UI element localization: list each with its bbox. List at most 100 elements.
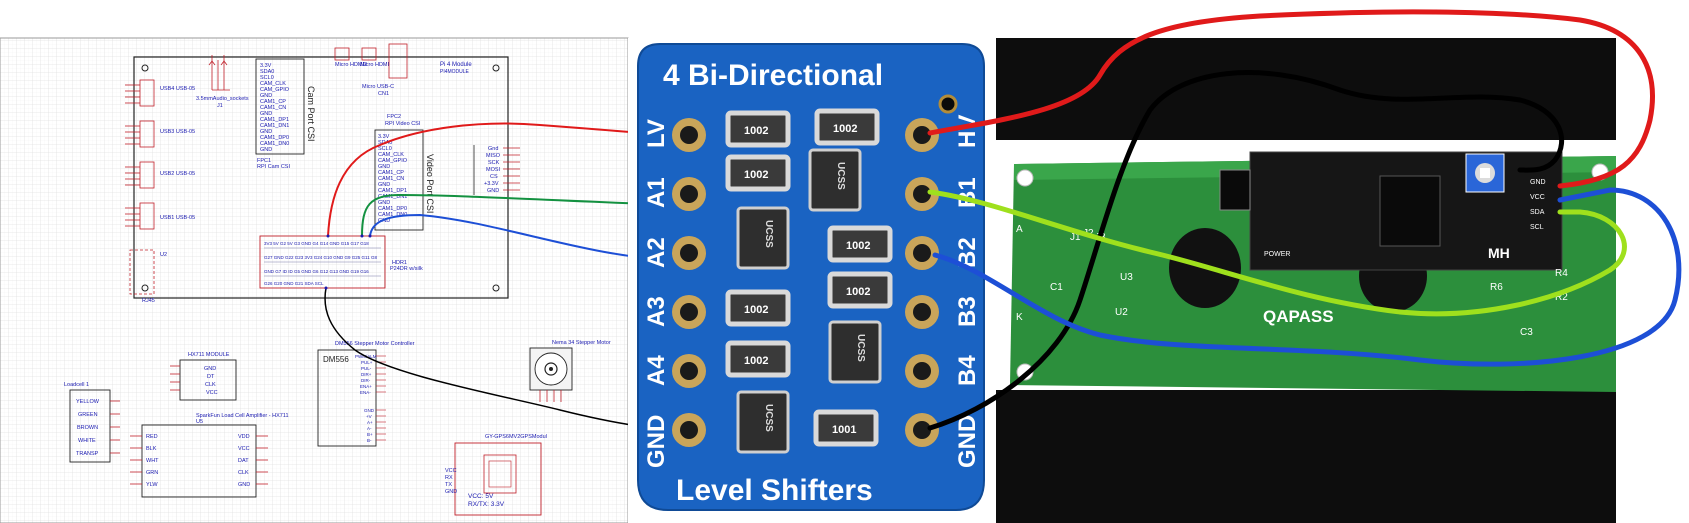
svg-text:DAT: DAT [238,458,249,464]
level-shifter-footer: Level Shifters [676,474,873,507]
svg-text:1002: 1002 [744,304,768,316]
svg-text:GY-GPS6MV2GPSModul: GY-GPS6MV2GPSModul [485,434,547,440]
svg-text:CAM1_CN: CAM1_CN [260,105,286,111]
svg-text:Micro USB-C: Micro USB-C [362,84,394,90]
svg-text:YLW: YLW [146,482,158,488]
svg-text:J1: J1 [217,103,223,109]
svg-text:TRANSP: TRANSP [76,451,99,457]
loadcell: Loadcell 1 YELLOW GREEN BROWN WHITE TRAN… [64,382,120,463]
svg-text:GRN: GRN [146,470,158,476]
svg-text:+3.3V: +3.3V [484,181,499,187]
svg-text:GREEN: GREEN [78,412,98,418]
svg-text:SCL0: SCL0 [260,75,274,81]
svg-text:TX: TX [445,482,452,488]
svg-text:CAM1_DP0: CAM1_DP0 [378,206,407,212]
right-pin-labels: HV B1 B2 B3 B4 GND [954,115,981,468]
svg-text:U3: U3 [1120,272,1133,283]
svg-text:GND: GND [378,218,390,224]
svg-text:VCC: VCC [445,468,457,474]
svg-text:1002: 1002 [744,169,768,181]
lcd-module: POWER MH GND VCC SDA SCL QAPASS J1 J2 J3… [996,140,1616,392]
svg-text:CS: CS [490,174,498,180]
svg-text:GND: GND [260,111,272,117]
svg-text:A-: A- [367,426,372,431]
svg-text:R6: R6 [1490,282,1503,293]
schematic-panel: Pi 4 Module PI4MODULE USB4 USB-05 USB3 U… [0,37,677,523]
svg-text:VCC: VCC [238,446,250,452]
svg-text:SDA0: SDA0 [260,69,274,75]
svg-text:ENA+: ENA+ [360,384,372,389]
svg-text:B+: B+ [367,432,373,437]
svg-text:MOSI: MOSI [486,167,501,173]
audio-socket: 3.5mmAudio_sockets J1 [196,55,249,109]
svg-text:R2: R2 [1555,292,1568,303]
svg-text:GND: GND [378,164,390,170]
svg-text:1002: 1002 [744,355,768,367]
svg-text:VCC: 5V: VCC: 5V [468,493,494,500]
lcd-pin-column: Gnd MISO SCK MOSI CS +3.3V GND [473,145,520,195]
svg-text:Gnd: Gnd [488,146,498,152]
svg-text:Micro HDMI: Micro HDMI [360,62,389,68]
left-pin-labels: LV A1 A2 A3 A4 GND [643,119,670,468]
svg-text:3V3 5V G2 5V G3 GND G4 G14 GND: 3V3 5V G2 5V G3 GND G4 G14 GND G15 G17 G… [264,241,369,246]
svg-text:GND: GND [204,366,216,372]
svg-text:B4: B4 [954,355,981,386]
svg-text:RPI Video CSI: RPI Video CSI [385,121,421,127]
svg-text:GND: GND [238,482,250,488]
svg-text:CLK: CLK [205,382,216,388]
svg-text:J1: J1 [1070,232,1081,243]
svg-text:A4: A4 [643,355,670,386]
lcd-i2c-pin-labels: GND VCC SDA SCL [1530,179,1546,231]
svg-text:B-: B- [367,438,372,443]
lcd-backpack-label: MH [1488,245,1510,261]
mosfets: UCSS UCSS UCSS UCSS [736,148,882,454]
svg-text:DIR-: DIR- [361,378,371,383]
pi-module-ref: PI4MODULE [440,69,470,75]
svg-text:FPC2: FPC2 [387,114,401,120]
svg-text:A3: A3 [643,296,670,327]
svg-text:GND: GND [260,129,272,135]
svg-text:+V: +V [366,414,372,419]
svg-text:SCL: SCL [1530,224,1544,231]
svg-text:Video Port CSI: Video Port CSI [425,154,435,213]
svg-text:Nema 34 Stepper Motor: Nema 34 Stepper Motor [552,340,611,346]
svg-text:CAM1_DP0: CAM1_DP0 [260,135,289,141]
left-pads [672,118,706,447]
svg-text:DIR+: DIR+ [361,372,372,377]
wires [927,9,1682,431]
svg-text:GND: GND [1530,179,1546,186]
svg-text:CAM1_DP1: CAM1_DP1 [378,188,407,194]
svg-text:C3: C3 [1520,327,1533,338]
svg-text:B3: B3 [954,296,981,327]
svg-text:3.3V: 3.3V [378,134,390,140]
level-shifter-title: 4 Bi-Directional [663,59,883,92]
svg-text:UCSS: UCSS [835,162,846,190]
svg-text:SCL0: SCL0 [378,146,392,152]
svg-text:CAM_CLK: CAM_CLK [260,81,286,87]
svg-text:HV: HV [954,115,981,148]
svg-text:CAM1_CP: CAM1_CP [260,99,286,105]
svg-text:R4: R4 [1555,268,1568,279]
hdr1-gpio-header: 3V3 5V G2 5V G3 GND G4 G14 GND G15 G17 G… [259,235,423,289]
svg-text:MISO: MISO [486,153,501,159]
svg-text:GND: GND [487,188,499,194]
svg-text:A2: A2 [643,237,670,268]
svg-text:C1: C1 [1050,282,1063,293]
svg-text:CAM_CLK: CAM_CLK [378,152,404,158]
level-shifter-board: 4 Bi-Directional Level Shifters LV A1 A2… [628,38,996,523]
svg-text:DM556 Stepper Motor Controller: DM556 Stepper Motor Controller [335,341,415,347]
usb4-label: USB4 USB-05 [160,86,195,92]
svg-text:CAM_GPIO: CAM_GPIO [378,158,408,164]
svg-text:GND: GND [445,489,457,495]
pi4-module: Pi 4 Module PI4MODULE [133,56,509,299]
svg-text:1002: 1002 [846,240,870,252]
svg-text:U2: U2 [160,252,167,258]
svg-text:CAM1_CN: CAM1_CN [378,176,404,182]
svg-text:FPC1: FPC1 [257,158,271,164]
svg-text:U5: U5 [196,419,203,425]
right-pads [905,118,939,447]
svg-text:CAM1_DN0: CAM1_DN0 [378,212,407,218]
svg-text:SDA: SDA [1530,209,1545,216]
svg-text:ENA-: ENA- [360,390,371,395]
